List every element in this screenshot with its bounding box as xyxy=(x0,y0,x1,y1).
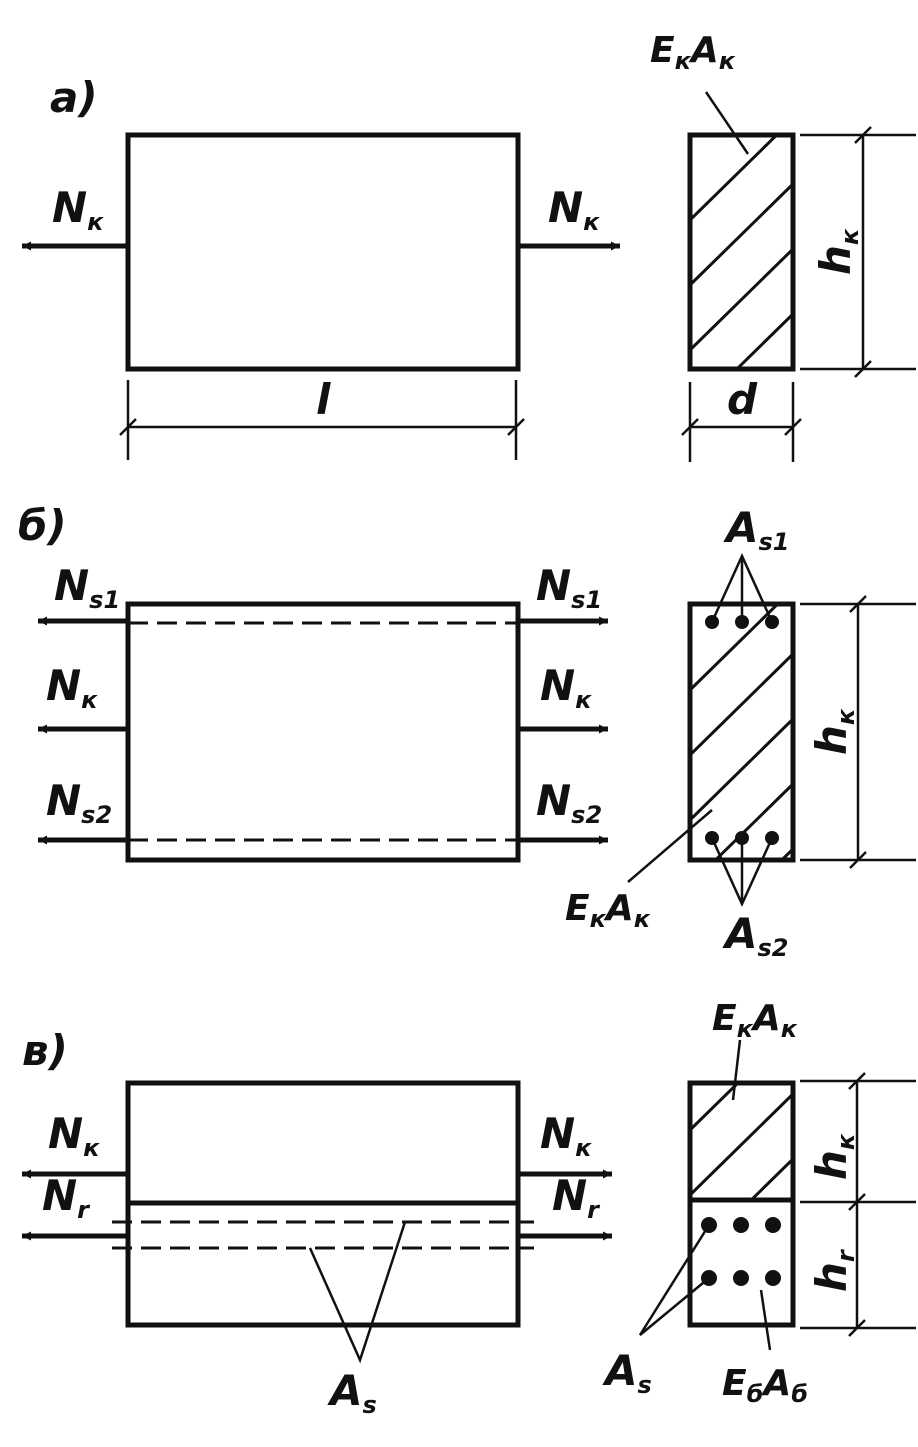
panel-a-length-label: l xyxy=(316,375,331,424)
panel-c-left-forces: Nк Nr xyxy=(22,1109,128,1241)
panel-b-letter: б) xyxy=(18,501,67,550)
panel-a-right-force: Nк xyxy=(518,183,620,251)
svg-text:Ns2: Ns2 xyxy=(536,776,602,829)
panel-a-section-outline xyxy=(687,132,796,372)
panel-b-section-leader xyxy=(627,809,713,883)
panel-b: б) Ns1 Nк Ns2 Ns1 Nк Ns2 xyxy=(18,501,916,962)
panel-b-right-forces: Ns1 Nк Ns2 xyxy=(518,561,608,845)
panel-a-beam xyxy=(125,132,521,372)
panel-a-section: EкAк xyxy=(650,30,796,372)
panel-c-section: EкAк As EбAб xyxy=(602,998,808,1408)
panel-b-left-forces: Ns1 Nк Ns2 xyxy=(38,561,128,845)
panel-c-rebar-label: As xyxy=(602,1346,652,1399)
panel-b-bottom-rebar-label: As2 xyxy=(722,909,789,962)
panel-a-width-label: d xyxy=(727,375,758,424)
panel-b-beam xyxy=(125,601,521,863)
panel-b-top-rebar-label: As1 xyxy=(723,503,790,556)
panel-b-section-label: EкAк xyxy=(565,888,651,933)
svg-text:Nк: Nк xyxy=(48,1109,100,1162)
panel-c-concrete-label: EбAб xyxy=(722,1363,808,1408)
svg-text:Nr: Nr xyxy=(552,1171,601,1224)
panel-b-height-dimension: hк xyxy=(800,595,916,869)
svg-text:Nr: Nr xyxy=(42,1171,91,1224)
panel-a-width-dimension: d xyxy=(681,375,802,462)
svg-text:Nк: Nк xyxy=(46,661,98,714)
svg-text:Ns1: Ns1 xyxy=(54,561,120,614)
panel-c-bar-label: As xyxy=(327,1366,377,1419)
panel-b-section-outline xyxy=(687,601,796,863)
panel-c-letter: в) xyxy=(22,1026,68,1075)
panel-c-height-dimension: hк hr xyxy=(800,1072,916,1337)
panel-c-rebars xyxy=(701,1217,781,1286)
panel-c-height-label-bottom: hr xyxy=(807,1248,860,1292)
panel-c-right-forces: Nк Nr xyxy=(518,1109,612,1241)
panel-a-section-label: EкAк xyxy=(650,30,736,75)
panel-c-section-label: EкAк xyxy=(712,998,798,1043)
panel-a-letter: а) xyxy=(50,73,98,122)
panel-a: а) Nк Nк l xyxy=(22,30,916,462)
panel-a-left-force: Nк xyxy=(22,183,128,251)
panel-b-section: As1 As2 EкAк xyxy=(565,503,796,962)
panel-c-bar-leaders xyxy=(308,1221,407,1364)
panel-c-concrete-leader xyxy=(759,1289,772,1351)
panel-c-height-label-top: hк xyxy=(807,1133,860,1180)
svg-text:Nк: Nк xyxy=(548,183,600,236)
svg-text:Nк: Nк xyxy=(52,183,104,236)
panel-a-height-dimension: hк xyxy=(800,126,916,378)
panel-a-length-dimension: l xyxy=(119,375,525,460)
svg-text:Ns2: Ns2 xyxy=(46,776,112,829)
panel-c: в) Nк Nr Nк Nr As xyxy=(22,998,916,1419)
svg-text:Nк: Nк xyxy=(540,661,592,714)
svg-text:Ns1: Ns1 xyxy=(536,561,602,614)
panel-a-height-label: hк xyxy=(811,228,864,275)
panel-c-rebar-leaders xyxy=(638,1224,711,1336)
panel-c-section-leader xyxy=(731,1039,742,1101)
panel-b-height-label: hк xyxy=(807,708,860,755)
panel-a-section-leader xyxy=(704,91,750,155)
panel-c-section-outline xyxy=(687,1080,796,1328)
svg-text:Nк: Nк xyxy=(540,1109,592,1162)
